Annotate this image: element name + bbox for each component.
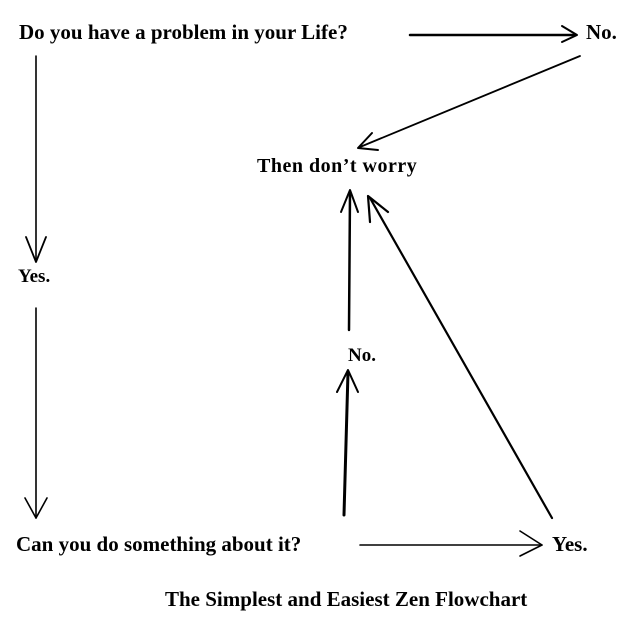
arrow-yes2-to-then: [366, 194, 554, 520]
result-then-dont-worry: Then don’t worry: [257, 155, 418, 177]
question-have-problem: Do you have a problem in your Life?: [19, 20, 348, 44]
answer-no-top: No.: [586, 20, 617, 44]
arrow-q2-to-no2: [336, 369, 359, 517]
arrow-q1-to-yes: [25, 55, 47, 263]
answer-yes-left: Yes.: [18, 266, 51, 287]
arrow-q2-to-yes2: [359, 530, 543, 557]
arrow-no-to-then: [357, 55, 581, 151]
answer-no-middle: No.: [348, 345, 376, 366]
answer-yes-bottom: Yes.: [552, 532, 588, 556]
caption: The Simplest and Easiest Zen Flowchart: [165, 587, 528, 611]
arrow-q1-to-no: [408, 25, 578, 43]
arrow-yes-to-q2: [24, 307, 48, 519]
question-can-you-do: Can you do something about it?: [16, 532, 302, 556]
arrow-no2-to-then: [340, 189, 359, 332]
